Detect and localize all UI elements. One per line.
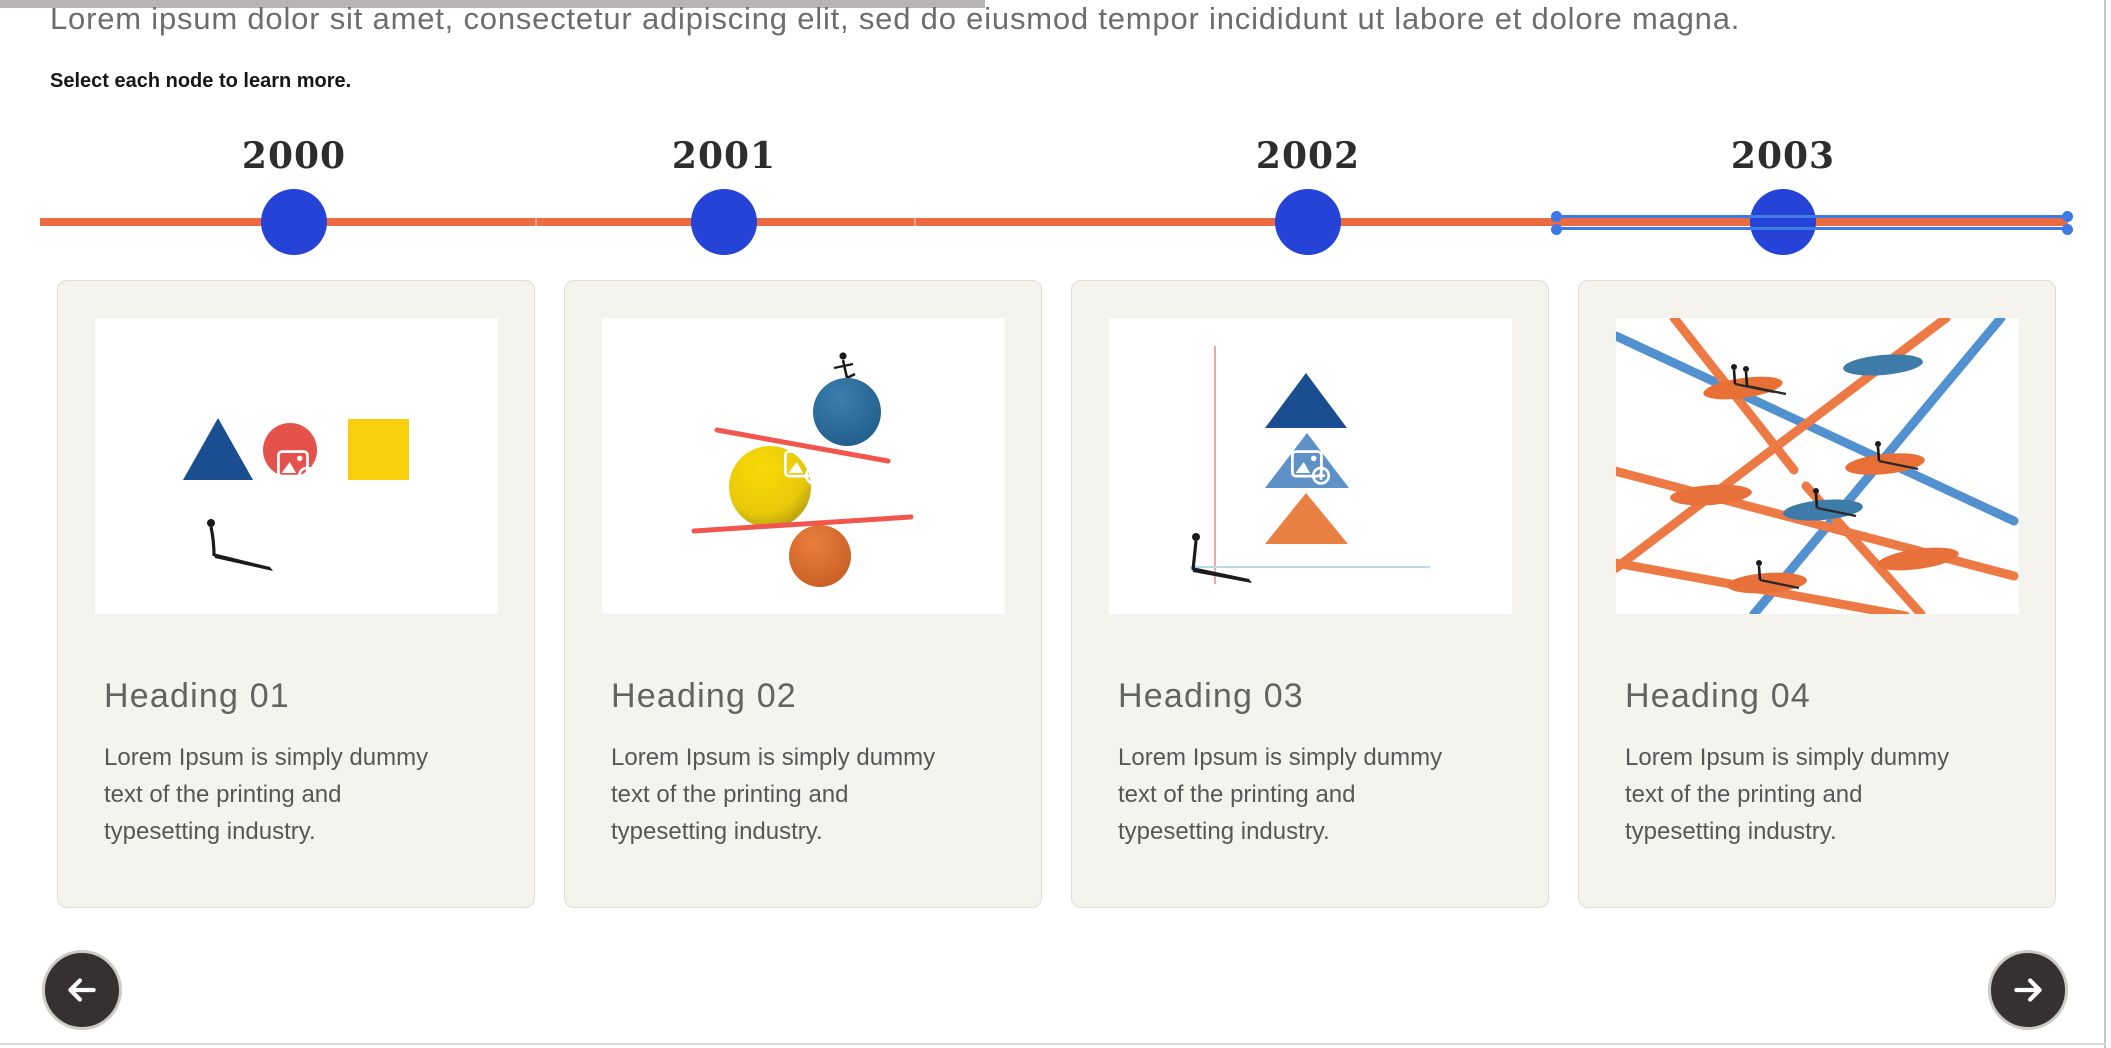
timeline-node-2000: 2000: [214, 138, 374, 255]
instruction-text: Select each node to learn more.: [50, 70, 352, 92]
add-image-icon: [277, 450, 317, 485]
timeline-segment-seam: [914, 218, 916, 226]
selection-handle[interactable]: [1551, 211, 1562, 222]
selection-handle[interactable]: [1551, 224, 1562, 235]
card-heading: Heading 02: [611, 677, 797, 715]
card-body-text: Lorem Ipsum is simply dummy text of the …: [611, 744, 936, 845]
selection-top-line: [1557, 215, 2068, 218]
card-body-text: Lorem Ipsum is simply dummy text of the …: [1118, 744, 1443, 845]
selection-handle[interactable]: [2062, 211, 2073, 222]
balancing-balls-illustration: [691, 352, 914, 587]
bottom-divider: [0, 1043, 2105, 1045]
card-heading: Heading 03: [1118, 677, 1304, 715]
timeline-segment-seam: [535, 218, 537, 226]
timeline-node-dot[interactable]: [691, 189, 757, 255]
year-label: 2000: [241, 135, 347, 177]
arrow-right-icon: [2014, 978, 2042, 1002]
year-label: 2001: [671, 135, 777, 177]
timeline-card-2: Heading 02 Lorem Ipsum is simply dummy t…: [564, 280, 1042, 908]
intro-paragraph: Lorem ipsum dolor sit amet, consectetur …: [50, 1, 1741, 36]
timeline-node-2002: 2002: [1228, 138, 1388, 255]
timeline-node-2001: 2001: [644, 138, 804, 255]
card-heading: Heading 01: [104, 677, 290, 715]
year-label: 2003: [1730, 135, 1836, 177]
top-edge-strip: [0, 0, 985, 8]
arrow-left-icon: [68, 978, 96, 1002]
timeline-track: [40, 218, 2068, 226]
timeline-node-dot[interactable]: [261, 189, 327, 255]
geometric-shapes-illustration: [183, 418, 409, 571]
card-image: [602, 318, 1005, 614]
timeline-node-2003: 2003: [1703, 138, 1863, 255]
timeline-node-dot[interactable]: [1750, 189, 1816, 255]
add-image-icon: [784, 450, 824, 485]
right-edge-border: [2104, 0, 2106, 1048]
next-button[interactable]: [1988, 950, 2068, 1030]
timeline-card-3: Heading 03 Lorem Ipsum is simply dummy t…: [1071, 280, 1549, 908]
timeline-card-1: Heading 01 Lorem Ipsum is simply dummy t…: [57, 280, 535, 908]
selection-handle[interactable]: [2062, 224, 2073, 235]
timeline-node-dot[interactable]: [1275, 189, 1341, 255]
year-label: 2002: [1255, 135, 1361, 177]
card-body-text: Lorem Ipsum is simply dummy text of the …: [1625, 744, 1950, 845]
add-image-icon: [1291, 450, 1331, 485]
card-image: [95, 318, 498, 614]
card-image: [1606, 313, 2019, 621]
timeline-card-4: Heading 04 Lorem Ipsum is simply dummy t…: [1578, 280, 2056, 908]
card-body-text: Lorem Ipsum is simply dummy text of the …: [104, 744, 429, 845]
network-lines-illustration: [1606, 313, 2019, 621]
previous-button[interactable]: [42, 950, 122, 1030]
selection-bottom-line: [1557, 227, 2068, 230]
card-heading: Heading 04: [1625, 677, 1811, 715]
card-image: [1109, 318, 1512, 614]
